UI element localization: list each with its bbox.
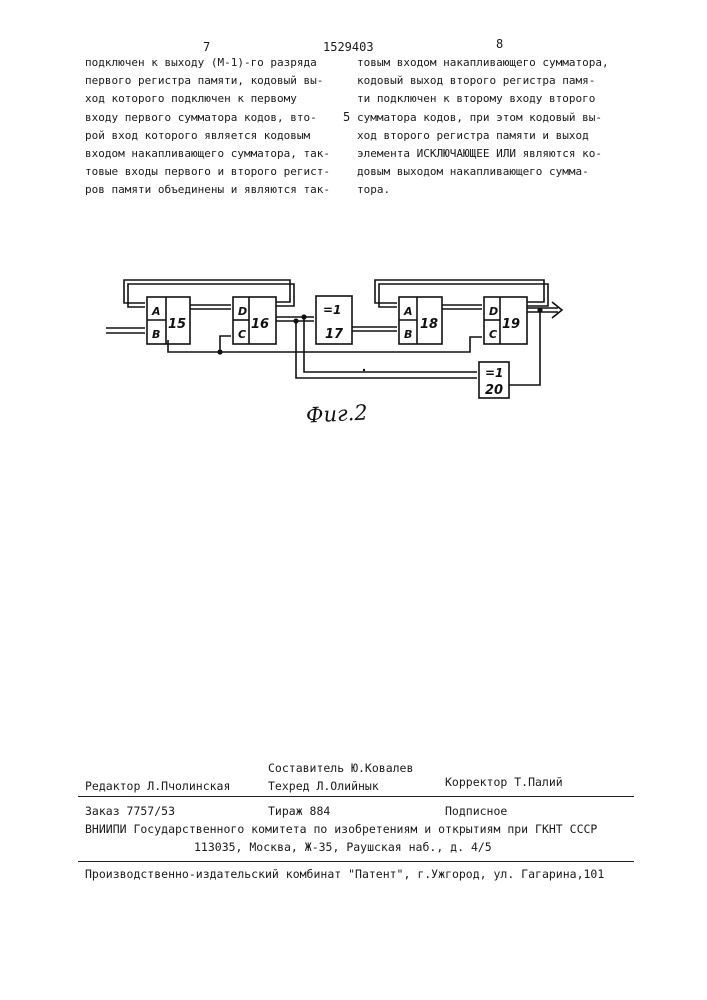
block-op-20: =1 xyxy=(485,366,503,380)
divider xyxy=(78,796,634,797)
port-label-a-18: A xyxy=(403,305,413,318)
wire xyxy=(379,284,548,307)
block-label-16: 16 xyxy=(251,317,269,332)
address-line: 113035, Москва, Ж-35, Раушская наб., д. … xyxy=(194,840,492,854)
port-label-c-19: C xyxy=(489,328,497,341)
publisher-line: Производственно-издательский комбинат "П… xyxy=(85,867,604,881)
port-label-a-15: A xyxy=(151,305,161,318)
port-label-d-19: D xyxy=(489,305,498,318)
wire xyxy=(296,321,477,378)
circulation-line: Тираж 884 xyxy=(268,804,330,818)
port-label-c-16: C xyxy=(238,328,246,341)
block-label-18: 18 xyxy=(420,317,438,332)
corrector-line: Корректор Т.Палий xyxy=(445,775,563,789)
arrow xyxy=(552,302,562,318)
wire xyxy=(128,284,294,307)
port-label-b-18: B xyxy=(404,328,412,341)
order-line: Заказ 7757/53 xyxy=(85,804,175,818)
techred-line: Техред Л.Олийнык xyxy=(268,779,379,793)
wire xyxy=(220,336,231,352)
block-label-15: 15 xyxy=(168,317,186,332)
divider xyxy=(78,861,634,862)
port-label-d-16: D xyxy=(238,305,247,318)
signed-line: Подписное xyxy=(445,804,507,818)
figure-caption: Фиг.2 xyxy=(305,400,368,427)
block-op-17: =1 xyxy=(323,303,341,317)
block-label-17: 17 xyxy=(325,327,344,342)
block-label-19: 19 xyxy=(502,317,520,332)
port-label-b-15: B xyxy=(152,328,160,341)
organization-line: ВНИИПИ Государственного комитета по изоб… xyxy=(85,822,597,836)
block-label-20: 20 xyxy=(485,383,503,398)
compiler-line: Составитель Ю.Ковалев xyxy=(268,761,413,775)
editor-line: Редактор Л.Пчолинская xyxy=(85,779,230,793)
